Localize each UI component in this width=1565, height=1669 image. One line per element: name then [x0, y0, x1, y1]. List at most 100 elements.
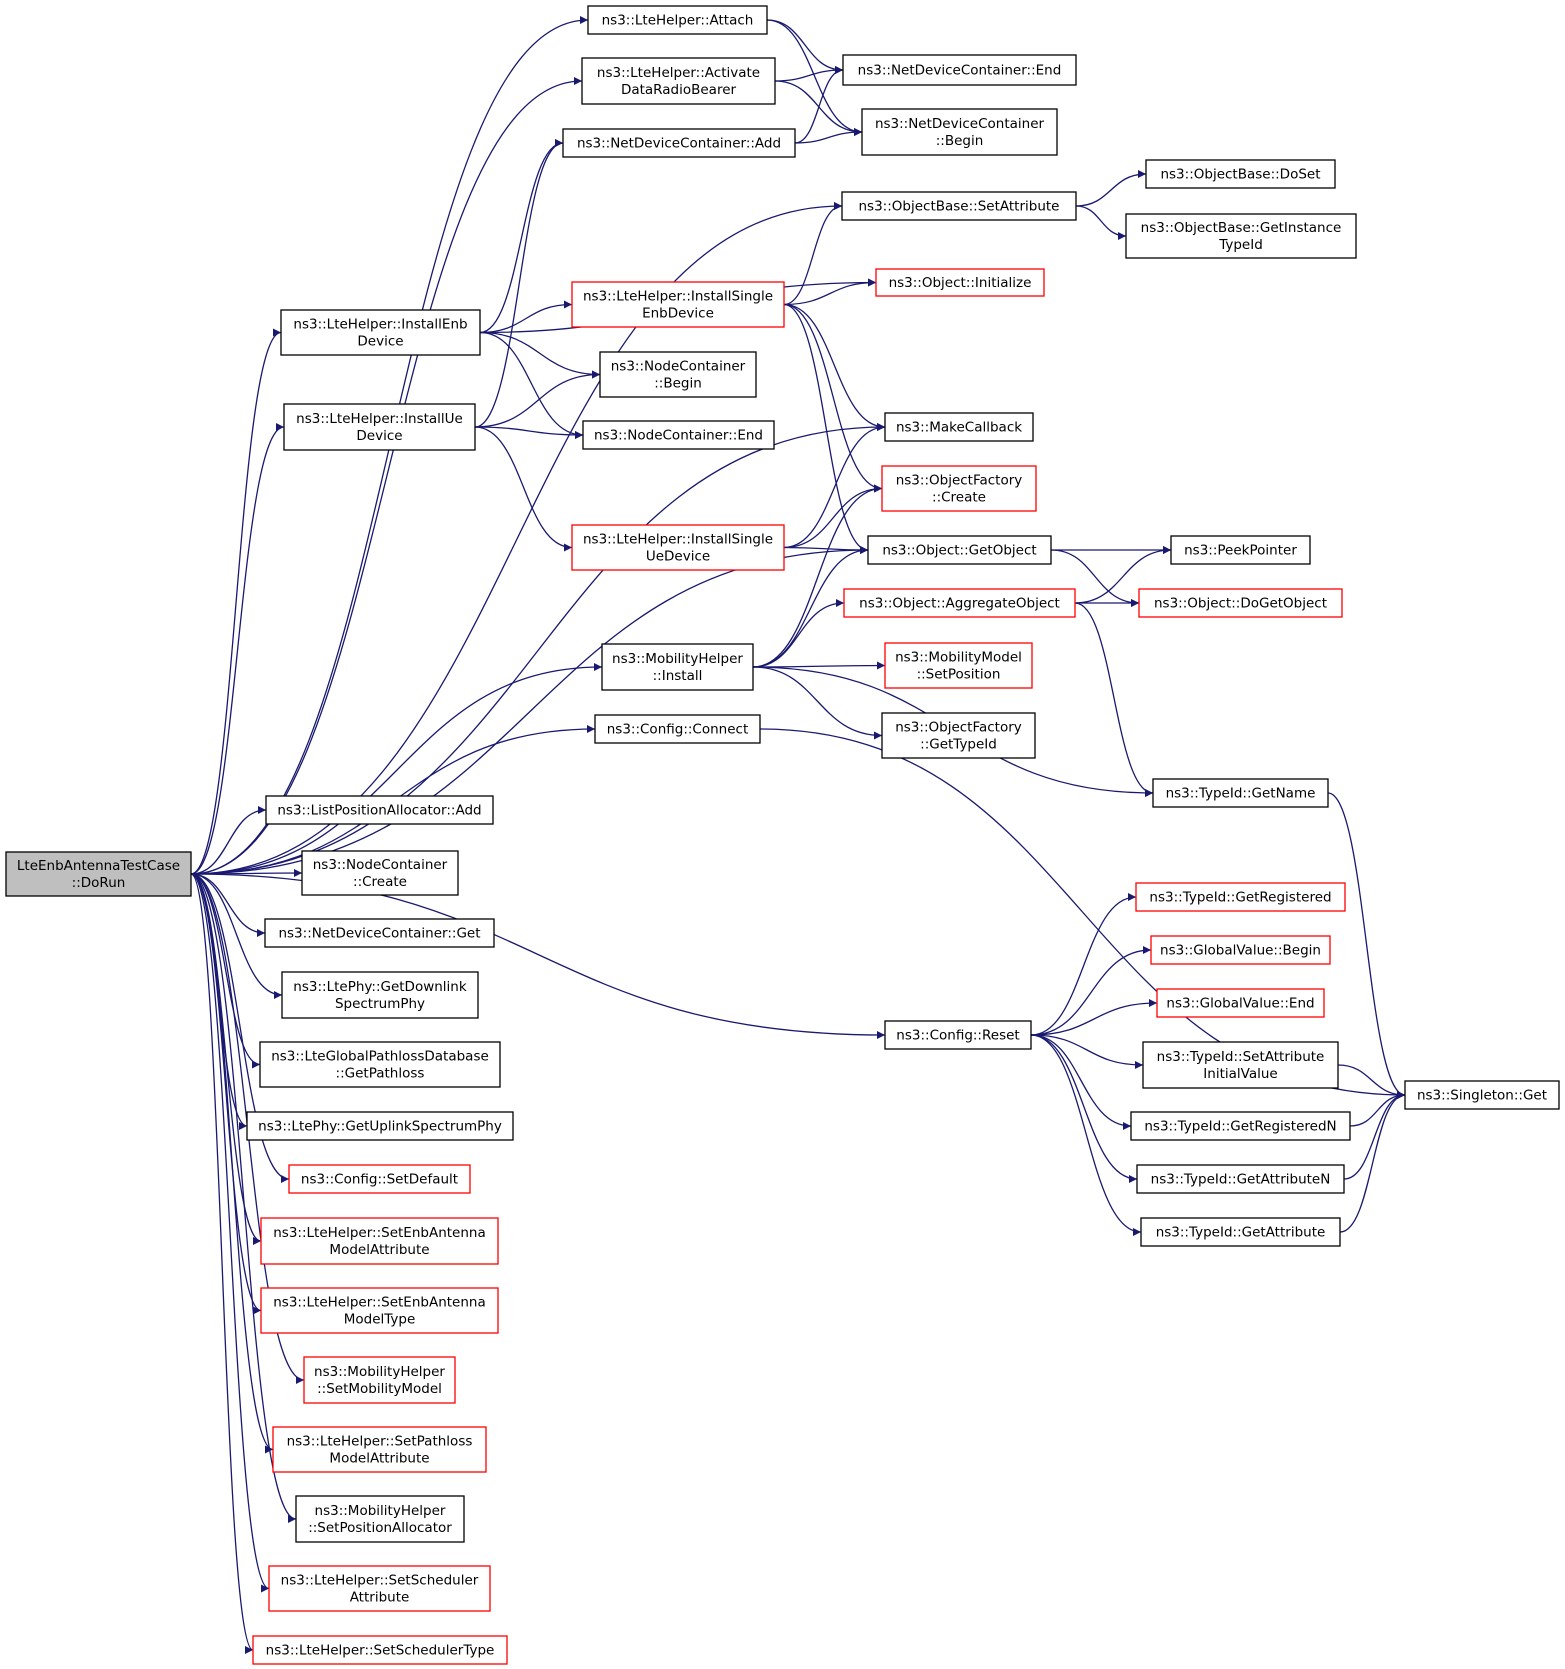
- node-label: ns3::NetDeviceContainer: [875, 116, 1045, 132]
- edge-instsue-to-getobj: [783, 545, 869, 554]
- graph-node-setpl[interactable]: ns3::LteHelper::SetPathlossModelAttribut…: [272, 1426, 487, 1473]
- edge-cfgreset-to-gvbegin: [1030, 946, 1152, 1036]
- graph-node-getpl[interactable]: ns3::LteGlobalPathlossDatabase::GetPathl…: [259, 1041, 501, 1088]
- graph-node-lpaadd[interactable]: ns3::ListPositionAllocator::Add: [265, 795, 494, 825]
- node-box: [1150, 935, 1331, 965]
- edge-arrow: [1337, 1064, 1406, 1099]
- node-box: [594, 714, 761, 744]
- graph-node-ncbegin[interactable]: ns3::NodeContainer::Begin: [599, 351, 757, 398]
- edge-root-to-setposalloc: [190, 873, 297, 1523]
- node-box: [259, 1041, 501, 1088]
- node-box: [1170, 535, 1311, 565]
- node-label: ns3::Config::Connect: [607, 722, 749, 738]
- graph-node-mmsetpos[interactable]: ns3::MobilityModel::SetPosition: [884, 642, 1033, 689]
- node-label: ns3::NetDeviceContainer::End: [858, 63, 1062, 79]
- graph-node-tidgetname[interactable]: ns3::TypeId::GetName: [1152, 778, 1329, 808]
- graph-node-getul[interactable]: ns3::LtePhy::GetUplinkSpectrumPhy: [246, 1111, 514, 1141]
- graph-node-dogetobj[interactable]: ns3::Object::DoGetObject: [1138, 588, 1343, 618]
- graph-node-gvend[interactable]: ns3::GlobalValue::End: [1156, 988, 1325, 1018]
- graph-node-init[interactable]: ns3::Object::Initialize: [875, 268, 1045, 297]
- edge-instsenb-to-makecb: [783, 303, 886, 431]
- node-box: [1135, 882, 1346, 912]
- graph-node-attach[interactable]: ns3::LteHelper::Attach: [587, 5, 768, 35]
- edge-tidgetregn-to-singleton: [1349, 1091, 1406, 1127]
- graph-node-aggr[interactable]: ns3::Object::AggregateObject: [843, 588, 1076, 618]
- node-label: ns3::GlobalValue::Begin: [1160, 943, 1321, 959]
- node-label: ns3::LteHelper::SetEnbAntenna: [273, 1225, 486, 1241]
- graph-node-cfgconn[interactable]: ns3::Config::Connect: [594, 714, 761, 744]
- node-label: ns3::ObjectBase::GetInstance: [1141, 220, 1342, 236]
- node-label: ::Begin: [936, 133, 984, 149]
- node-label: ::GetPathloss: [336, 1066, 425, 1082]
- graph-node-setschedtype[interactable]: ns3::LteHelper::SetSchedulerType: [252, 1635, 508, 1665]
- graph-node-setenbama[interactable]: ns3::LteHelper::SetEnbAntennaModelAttrib…: [260, 1217, 499, 1265]
- edge-arrow: [783, 423, 886, 549]
- graph-node-ofcreate[interactable]: ns3::ObjectFactory::Create: [881, 465, 1037, 512]
- edge-arrow: [474, 426, 573, 552]
- graph-node-tidgetregn[interactable]: ns3::TypeId::GetRegisteredN: [1130, 1111, 1351, 1141]
- graph-node-tidgetreg[interactable]: ns3::TypeId::GetRegistered: [1135, 882, 1346, 912]
- graph-node-singleton[interactable]: ns3::Singleton::Get: [1404, 1080, 1560, 1110]
- graph-node-gvbegin[interactable]: ns3::GlobalValue::Begin: [1150, 935, 1331, 965]
- node-box: [841, 191, 1077, 221]
- node-box: [884, 642, 1033, 689]
- edge-arrow: [783, 202, 843, 306]
- node-label: ns3::Object::DoGetObject: [1154, 596, 1327, 612]
- node-label: ns3::MobilityHelper: [314, 1364, 445, 1380]
- edge-instsue-to-makecb: [783, 423, 886, 549]
- node-box: [301, 850, 459, 896]
- node-box: [881, 712, 1036, 759]
- graph-node-cfgsetdef[interactable]: ns3::Config::SetDefault: [288, 1164, 471, 1194]
- edge-arrow: [794, 66, 844, 144]
- node-label: ns3::LteHelper::SetSchedulerType: [266, 1643, 495, 1659]
- graph-node-cfgreset[interactable]: ns3::Config::Reset: [884, 1020, 1032, 1050]
- edge-root-to-makecb: [190, 423, 886, 875]
- edge-cfgreset-to-tidsetattr: [1030, 1034, 1144, 1069]
- edge-arrow: [783, 545, 869, 554]
- node-box: [283, 403, 476, 451]
- edge-arrow: [1074, 602, 1154, 797]
- graph-node-doset[interactable]: ns3::ObjectBase::DoSet: [1145, 159, 1336, 189]
- node-label: ns3::LteHelper::InstallUe: [296, 411, 463, 427]
- edge-instenb-to-ncend: [479, 331, 584, 439]
- graph-node-setposalloc[interactable]: ns3::MobilityHelper::SetPositionAllocato…: [295, 1495, 465, 1543]
- node-box: [281, 971, 479, 1019]
- graph-node-mhinstall[interactable]: ns3::MobilityHelper::Install: [601, 643, 754, 691]
- graph-node-ndcend[interactable]: ns3::NetDeviceContainer::End: [842, 54, 1077, 86]
- graph-node-ncend[interactable]: ns3::NodeContainer::End: [582, 420, 775, 450]
- edge-arrow: [190, 873, 297, 1523]
- graph-node-tidgetattr[interactable]: ns3::TypeId::GetAttribute: [1140, 1217, 1341, 1247]
- graph-node-setmob[interactable]: ns3::MobilityHelper::SetMobilityModel: [303, 1356, 456, 1404]
- graph-node-nccreate[interactable]: ns3::NodeContainer::Create: [301, 850, 459, 896]
- graph-node-ndcget[interactable]: ns3::NetDeviceContainer::Get: [264, 918, 495, 948]
- graph-node-ndcadd[interactable]: ns3::NetDeviceContainer::Add: [562, 128, 796, 158]
- edge-mhinstall-to-ofcreate: [752, 484, 883, 668]
- graph-node-ofgettid[interactable]: ns3::ObjectFactory::GetTypeId: [881, 712, 1036, 759]
- node-label: ns3::NetDeviceContainer::Add: [577, 136, 781, 152]
- node-label: ::SetPositionAllocator: [308, 1520, 452, 1536]
- edge-arrow: [1030, 999, 1158, 1036]
- edge-arrow: [1075, 205, 1127, 240]
- edge-arrow: [1075, 170, 1147, 207]
- edge-arrow: [190, 873, 262, 1315]
- graph-node-getobj[interactable]: ns3::Object::GetObject: [867, 535, 1052, 565]
- node-box: [599, 351, 757, 398]
- node-label: InitialValue: [1203, 1066, 1277, 1082]
- node-label: ns3::LteHelper::InstallSingle: [583, 532, 773, 548]
- graph-node-setattr[interactable]: ns3::ObjectBase::SetAttribute: [841, 191, 1077, 221]
- graph-node-tidgetattrn[interactable]: ns3::TypeId::GetAttributeN: [1136, 1164, 1345, 1194]
- graph-node-ndcbegin[interactable]: ns3::NetDeviceContainer::Begin: [861, 108, 1058, 156]
- graph-node-makecb[interactable]: ns3::MakeCallback: [884, 412, 1034, 442]
- graph-node-peek[interactable]: ns3::PeekPointer: [1170, 535, 1311, 565]
